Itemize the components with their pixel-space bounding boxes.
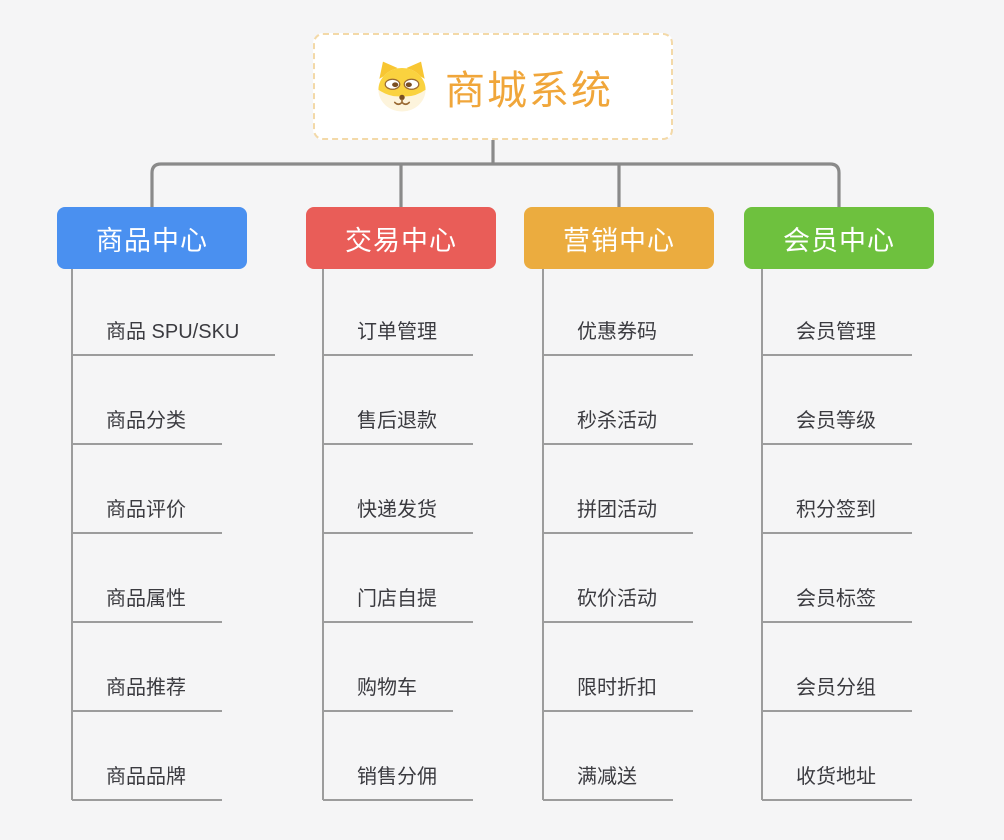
branch-node-member-center[interactable]: 会员中心: [744, 207, 934, 269]
child-node[interactable]: 优惠券码: [543, 318, 693, 356]
root-branch-connector: [150, 140, 841, 208]
child-node[interactable]: 会员分组: [762, 674, 912, 712]
child-node[interactable]: 销售分佣: [323, 763, 473, 801]
branch-label: 营销中心: [563, 225, 675, 256]
child-node[interactable]: 门店自提: [323, 585, 473, 623]
child-node[interactable]: 快递发货: [323, 496, 473, 534]
child-node[interactable]: 商品推荐: [72, 674, 222, 712]
branch-node-trade-center[interactable]: 交易中心: [306, 207, 496, 269]
child-node[interactable]: 商品属性: [72, 585, 222, 623]
root-node[interactable]: 商城系统: [313, 33, 673, 140]
child-node[interactable]: 会员等级: [762, 407, 912, 445]
child-node[interactable]: 会员标签: [762, 585, 912, 623]
branch-children-member-center: 会员管理 会员等级 积分签到 会员标签 会员分组 收货地址: [762, 269, 992, 801]
branch-node-marketing-center[interactable]: 营销中心: [524, 207, 714, 269]
branch-label: 商品中心: [96, 225, 208, 256]
child-node[interactable]: 购物车: [323, 674, 453, 712]
child-node[interactable]: 拼团活动: [543, 496, 693, 534]
child-node[interactable]: 订单管理: [323, 318, 473, 356]
child-node[interactable]: 商品 SPU/SKU: [72, 318, 276, 356]
root-title: 商城系统: [445, 68, 613, 113]
child-node[interactable]: 售后退款: [323, 407, 473, 445]
branch-label: 交易中心: [345, 225, 457, 256]
branch-children-trade-center: 订单管理 售后退款 快递发货 门店自提 购物车 销售分佣: [323, 269, 553, 801]
child-node[interactable]: 商品评价: [72, 496, 222, 534]
child-node[interactable]: 秒杀活动: [543, 407, 693, 445]
child-node[interactable]: 商品分类: [72, 407, 222, 445]
child-node[interactable]: 商品品牌: [72, 763, 222, 801]
child-node[interactable]: 满减送: [543, 763, 673, 801]
branch-children-marketing-center: 优惠券码 秒杀活动 拼团活动 砍价活动 限时折扣 满减送: [543, 269, 773, 801]
child-node[interactable]: 积分签到: [762, 496, 912, 534]
branch-node-product-center[interactable]: 商品中心: [57, 207, 247, 269]
shiba-dog-icon: [378, 61, 426, 111]
child-node[interactable]: 会员管理: [762, 318, 912, 356]
child-node[interactable]: 限时折扣: [543, 674, 693, 712]
child-node[interactable]: 收货地址: [762, 763, 912, 801]
child-node[interactable]: 砍价活动: [543, 585, 693, 623]
branch-children-product-center: 商品 SPU/SKU 商品分类 商品评价 商品属性 商品推荐 商品品牌: [72, 269, 302, 801]
branch-label: 会员中心: [783, 225, 895, 256]
